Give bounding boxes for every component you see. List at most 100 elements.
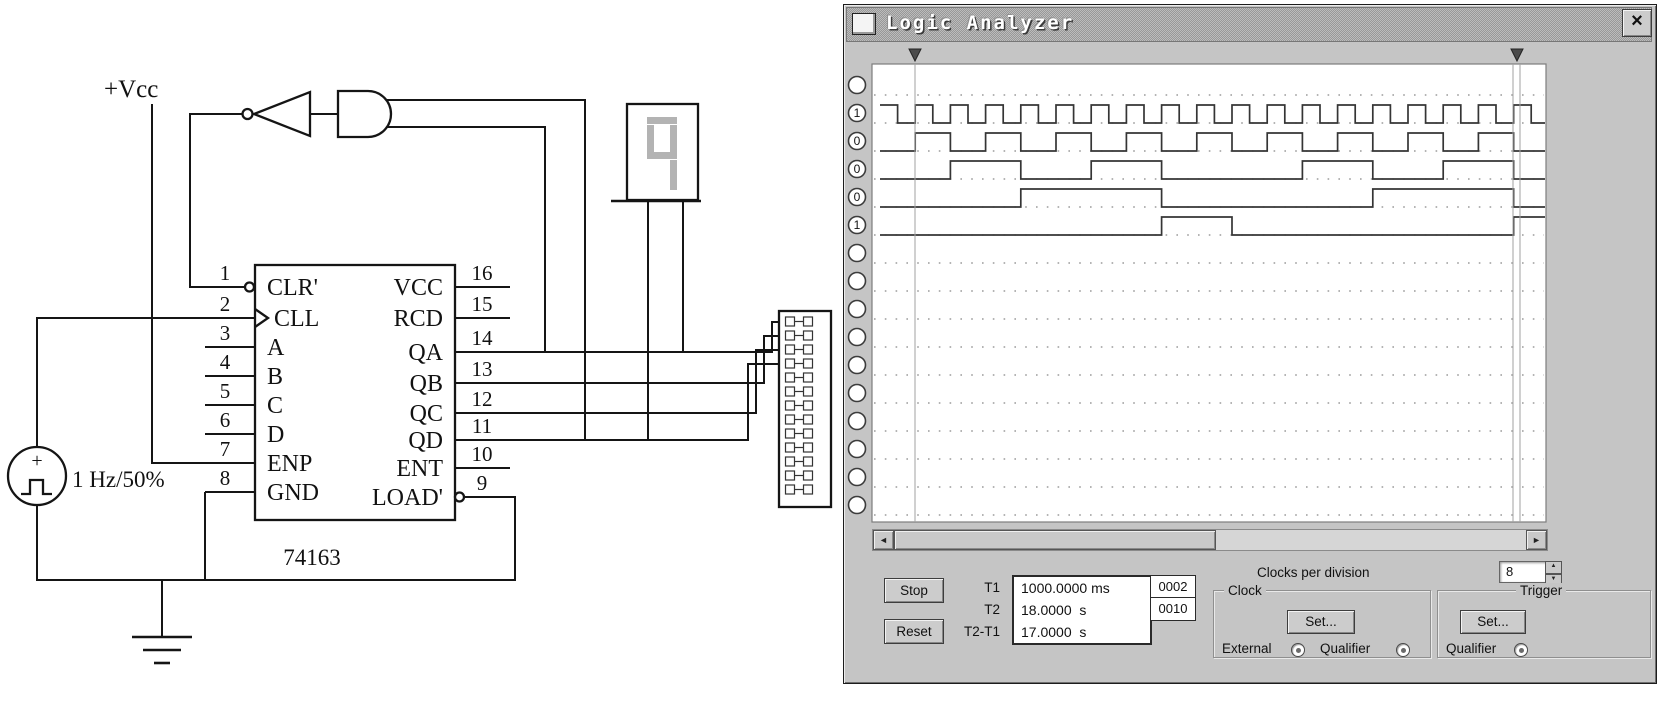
pin-number: 2 — [220, 292, 231, 316]
cursor-t2-marker[interactable] — [1510, 48, 1524, 63]
connector-pin — [802, 358, 814, 369]
pin-name: GND — [267, 480, 319, 506]
connector-pin — [802, 456, 814, 467]
connector-pin — [802, 414, 814, 425]
t2t1-label: T2-T1 — [963, 624, 1000, 639]
t2-state-value: 0010 — [1158, 601, 1188, 616]
scroll-left-button[interactable]: ◄ — [873, 530, 894, 550]
clock-set-button[interactable]: Set... — [1287, 610, 1355, 634]
channel-terminal — [847, 355, 867, 375]
external-radio[interactable] — [1291, 643, 1305, 657]
clocks-per-division-input[interactable]: 8 — [1499, 561, 1547, 583]
pin-number: 14 — [472, 326, 494, 350]
pin-name: CLL — [274, 306, 319, 332]
digit-9-segments — [647, 117, 677, 190]
pin-number: 4 — [220, 350, 231, 374]
waveform-trace — [880, 188, 1545, 208]
title-bar[interactable] — [846, 7, 1652, 42]
time-cursor-labels: T1 T2 T2-T1 — [938, 577, 1006, 643]
waveform-trace — [880, 132, 1545, 152]
seven-segment-display[interactable] — [625, 102, 700, 202]
scroll-right-icon: ► — [1532, 535, 1541, 545]
t2t1-value: 17.0000 s — [1021, 624, 1087, 640]
and-gate[interactable] — [336, 89, 393, 139]
ic-pins: 1CLR'2CLL3A4B5C6D7ENP8GND16VCC15RCD14QA1… — [205, 261, 510, 511]
channel-value: 0 — [854, 134, 861, 148]
reset-label: Reset — [896, 624, 932, 639]
horizontal-scrollbar[interactable]: ◄ ► — [872, 529, 1548, 551]
pin-name: QB — [410, 371, 443, 397]
pin-number: 11 — [472, 414, 492, 438]
clock-qualifier-radio[interactable] — [1396, 643, 1410, 657]
channel-value: 1 — [854, 106, 861, 120]
stop-button[interactable]: Stop — [884, 578, 944, 603]
pin-name: QD — [408, 428, 443, 454]
channel-value: 1 — [854, 218, 861, 232]
t1-value: 1000.0000 ms — [1021, 580, 1110, 596]
connector-pin — [802, 316, 814, 327]
spin-up-button[interactable]: ▲ — [1545, 561, 1562, 574]
channel-terminal — [847, 131, 867, 151]
channel-terminal — [847, 215, 867, 235]
channel-terminal — [847, 299, 867, 319]
scrollbar-thumb[interactable] — [894, 530, 1216, 550]
probe-connector[interactable] — [777, 309, 833, 509]
connector-pin — [784, 470, 796, 481]
pin-number: 12 — [472, 387, 493, 411]
cursor-t1-marker[interactable] — [908, 48, 922, 63]
pin-number: 10 — [472, 442, 493, 466]
close-icon: × — [1631, 10, 1643, 32]
reset-button[interactable]: Reset — [884, 619, 944, 644]
pin-name: ENP — [267, 451, 312, 477]
connector-pin — [802, 484, 814, 495]
not-gate[interactable] — [241, 90, 312, 138]
pin-name: LOAD' — [372, 485, 443, 511]
pin-name: D — [267, 422, 284, 448]
scroll-right-button[interactable]: ► — [1526, 530, 1547, 550]
connector-pin — [802, 330, 814, 341]
trigger-qualifier-label: Qualifier — [1446, 641, 1497, 656]
ic-part-number: 74163 — [283, 545, 341, 570]
channel-terminal — [847, 327, 867, 347]
spin-up-icon: ▲ — [1550, 563, 1557, 569]
channel-terminal — [847, 383, 867, 403]
spin-down-icon: ▼ — [1550, 576, 1557, 582]
channel-terminal — [847, 75, 867, 95]
t2-value: 18.0000 s — [1021, 602, 1087, 618]
pin-number: 8 — [220, 466, 231, 490]
trigger-set-button[interactable]: Set... — [1460, 610, 1526, 634]
connector-pin — [784, 400, 796, 411]
ic-body — [253, 263, 457, 522]
connector-pin — [784, 442, 796, 453]
pin-name: RCD — [394, 306, 443, 332]
close-button[interactable]: × — [1622, 9, 1652, 37]
channel-value: 0 — [854, 190, 861, 204]
channel-terminal — [847, 243, 867, 263]
counter-ic[interactable]: 1CLR'2CLL3A4B5C6D7ENP8GND16VCC15RCD14QA1… — [205, 261, 510, 570]
clock-source[interactable]: + — [6, 445, 68, 507]
channel-terminal — [847, 411, 867, 431]
channel-terminal — [847, 495, 867, 515]
channel-terminal — [847, 439, 867, 459]
waveform-trace — [880, 160, 1545, 180]
channel-terminal — [847, 271, 867, 291]
trigger-qualifier-radio[interactable] — [1514, 643, 1528, 657]
t1-state-value: 0002 — [1158, 579, 1188, 594]
window-icon[interactable] — [852, 13, 876, 35]
connector-pin — [784, 484, 796, 495]
t2-label: T2 — [984, 602, 1000, 617]
waveform-area — [871, 63, 1547, 523]
connector-pin — [784, 428, 796, 439]
pin-name: C — [267, 393, 283, 419]
pin-number: 15 — [472, 292, 493, 316]
pin-number: 3 — [220, 321, 231, 345]
pin-number: 7 — [220, 437, 231, 461]
clock-group-label: Clock — [1224, 583, 1266, 598]
trigger-group-label: Trigger — [1516, 583, 1567, 598]
clock-wedge-icon — [254, 308, 271, 328]
clock-source-label: 1 Hz/50% — [72, 467, 165, 492]
connector-pin — [802, 442, 814, 453]
